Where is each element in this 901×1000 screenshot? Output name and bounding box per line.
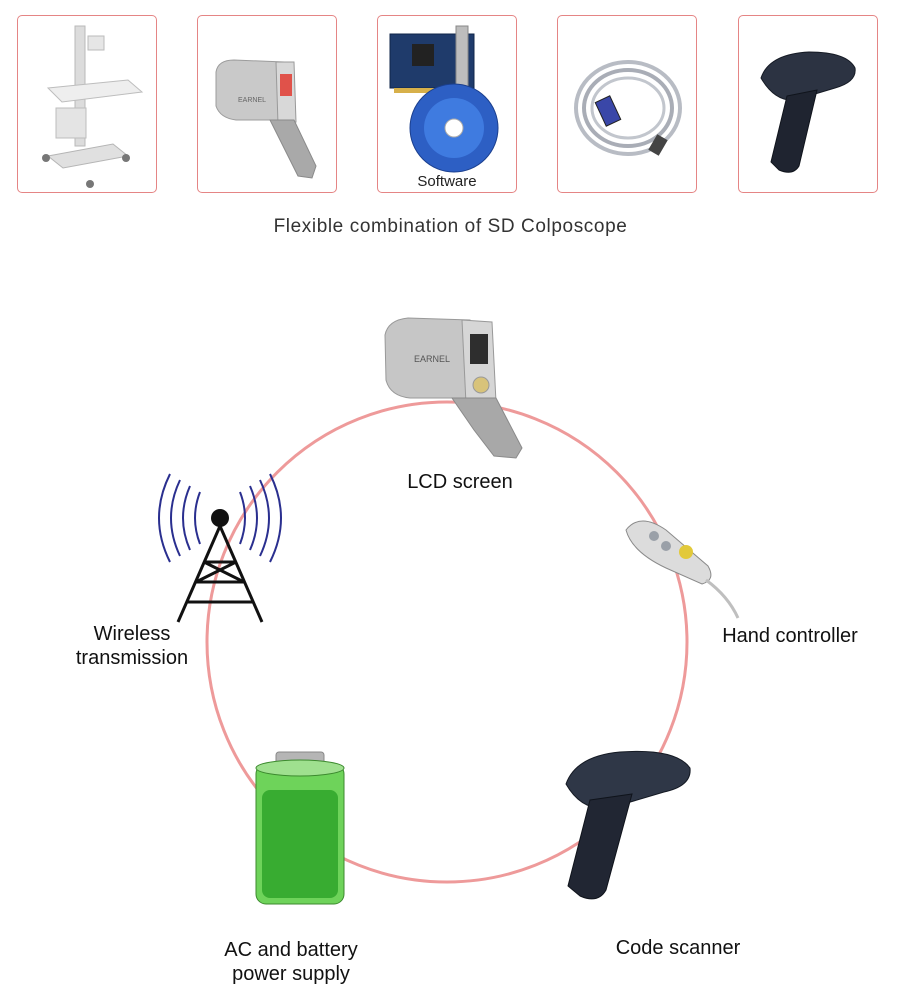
wireless-label-line2: transmission (75, 647, 189, 669)
thumbnail-colposcope: EARNEL (197, 15, 337, 193)
wireless-label-line1: Wireless (93, 623, 171, 645)
connection-ring (205, 400, 689, 884)
thumbnail-cart (17, 15, 157, 193)
software-image (389, 25, 499, 173)
code-scanner-label: Code scanner (615, 937, 741, 959)
thumbnail-scanner (738, 15, 878, 193)
code-scanner-icon (565, 750, 691, 900)
lcd-screen-label: LCD screen (407, 471, 513, 493)
battery-icon (255, 751, 345, 905)
lcd-screen-device-icon: EARNEL (384, 317, 523, 459)
thumbnail-software: Software (377, 15, 517, 193)
thumbnail-cable (557, 15, 697, 193)
scanner-image (760, 51, 856, 173)
colposcope-image: EARNEL (215, 59, 317, 179)
hand-controller-label: Hand controller (722, 625, 858, 647)
power-supply-label: AC and battery power supply (196, 938, 386, 986)
power-supply-label-line1: AC and battery (224, 939, 358, 961)
wireless-transmission-label: Wireless transmission (52, 622, 212, 670)
wireless-antenna-icon (158, 473, 282, 623)
cart-image (42, 25, 144, 188)
svg-text:EARNEL: EARNEL (238, 97, 266, 104)
hand-controller-icon (625, 520, 740, 619)
subtitle: Flexible combination of SD Colposcope (273, 216, 628, 237)
software-caption: Software (417, 173, 477, 190)
cable-image (574, 60, 682, 156)
svg-text:EARNEL: EARNEL (414, 354, 450, 364)
power-supply-label-line2: power supply (232, 963, 350, 985)
